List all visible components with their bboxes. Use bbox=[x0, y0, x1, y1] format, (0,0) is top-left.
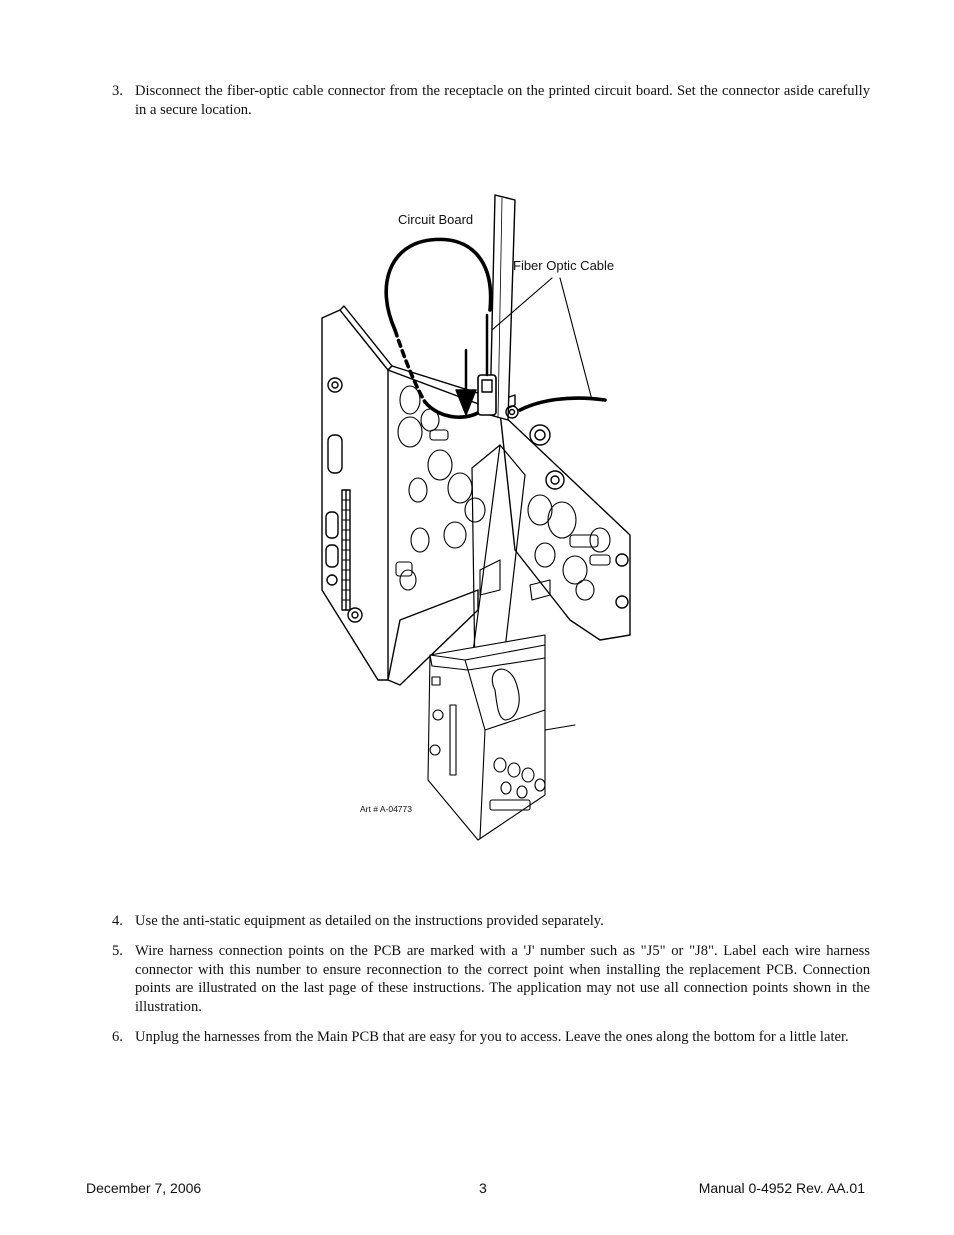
fiber-optic-cable bbox=[384, 237, 607, 419]
lower-unit bbox=[427, 634, 576, 841]
line-art-illustration bbox=[321, 194, 631, 841]
circuit-board-panel bbox=[489, 194, 519, 421]
footer-page-number: 3 bbox=[479, 1180, 487, 1196]
figure-fiber-optic-disconnect: Circuit Board Fiber Optic Cable Art # A-… bbox=[300, 190, 640, 850]
art-number: Art # A-04773 bbox=[360, 804, 412, 814]
step-text: Disconnect the fiber-optic cable connect… bbox=[135, 83, 870, 118]
step-number: 4. bbox=[112, 913, 123, 929]
footer-date: December 7, 2006 bbox=[86, 1180, 202, 1196]
step-text: Wire harness connection points on the PC… bbox=[135, 943, 870, 1015]
step-number: 6. bbox=[112, 1029, 123, 1045]
fiber-optic-cable-label: Fiber Optic Cable bbox=[513, 258, 615, 273]
step-text: Unplug the harnesses from the Main PCB t… bbox=[135, 1029, 849, 1045]
step-6: 6. Unplug the harnesses from the Main PC… bbox=[112, 1028, 870, 1047]
footer-manual-number: Manual 0-4952 Rev. AA.01 bbox=[698, 1180, 865, 1196]
circuit-board-label: Circuit Board bbox=[398, 212, 474, 227]
step-number: 5. bbox=[112, 943, 123, 959]
leader-lines bbox=[491, 277, 593, 401]
step-text: Use the anti-static equipment as detaile… bbox=[135, 913, 604, 929]
step-number: 3. bbox=[112, 83, 123, 99]
step-4: 4. Use the anti-static equipment as deta… bbox=[112, 912, 870, 931]
step-3: 3. Disconnect the fiber-optic cable conn… bbox=[112, 82, 870, 119]
step-5: 5. Wire harness connection points on the… bbox=[112, 942, 870, 1016]
